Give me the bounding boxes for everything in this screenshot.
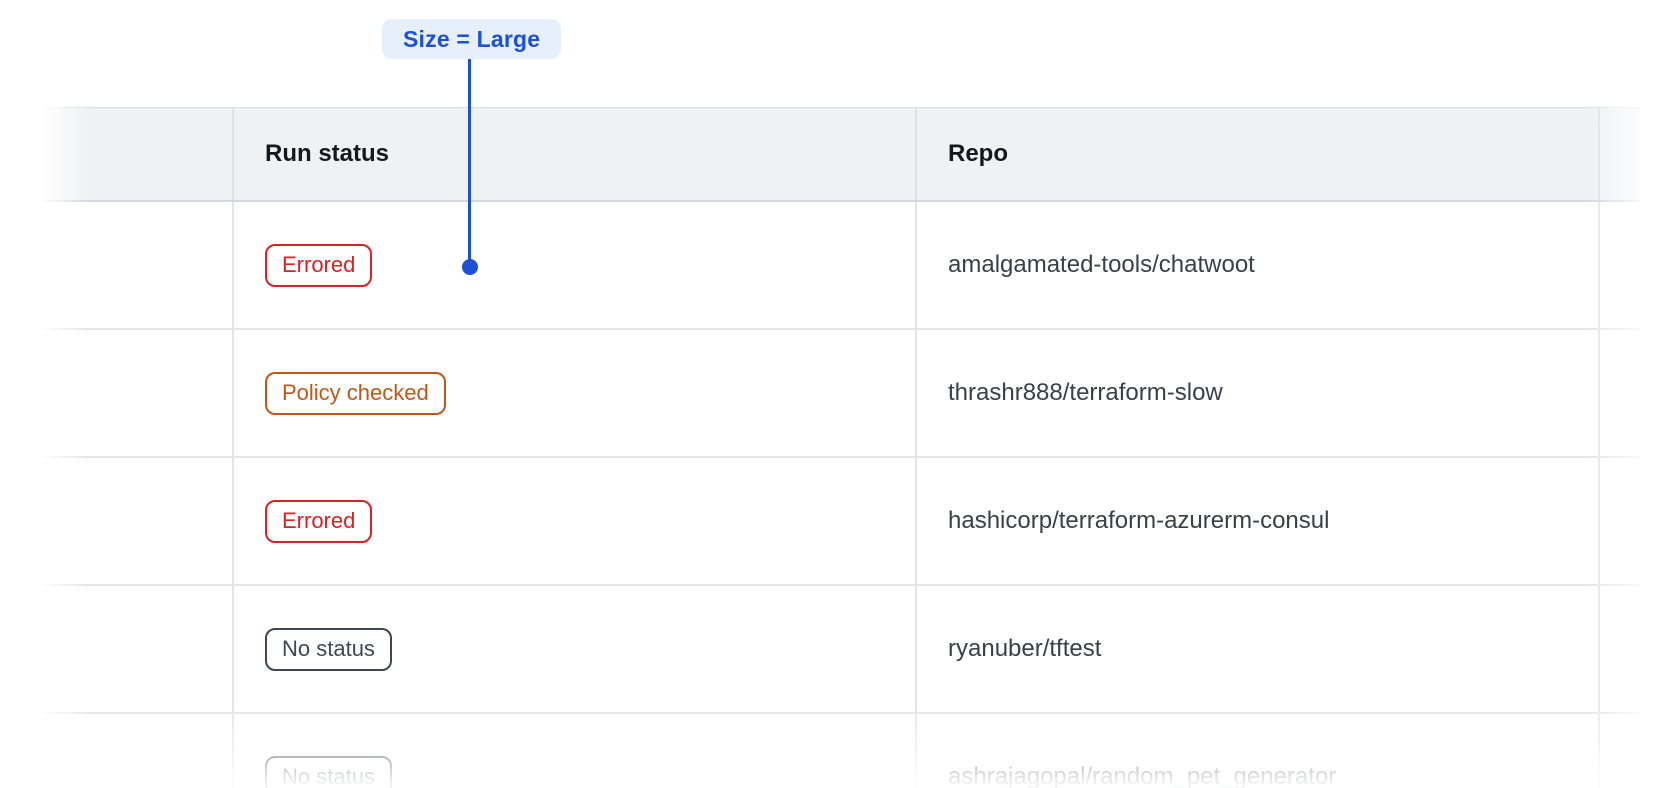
repo-name: thrashr888/terraform-slow bbox=[948, 379, 1223, 406]
callout-dot bbox=[462, 259, 478, 275]
table-row[interactable]: No status ryanuber/tftest bbox=[43, 586, 1640, 714]
row-leading-cell bbox=[43, 458, 232, 584]
row-trailing-cell bbox=[1598, 202, 1640, 328]
run-status-badge: Policy checked bbox=[265, 371, 446, 415]
table-row[interactable]: No status ashrajagopal/random_pet_genera… bbox=[43, 714, 1640, 788]
size-large-callout-label: Size = Large bbox=[403, 25, 541, 52]
run-status-badge: Errored bbox=[265, 243, 373, 287]
run-status-badge: No status bbox=[265, 627, 392, 671]
header-trailing-cell bbox=[1598, 108, 1640, 200]
repo-cell: ryanuber/tftest bbox=[915, 586, 1598, 712]
run-status-cell: Errored bbox=[232, 458, 915, 584]
column-header-repo: Repo bbox=[915, 108, 1598, 200]
repo-name: amalgamated-tools/chatwoot bbox=[948, 251, 1255, 278]
run-status-cell: No status bbox=[232, 714, 915, 788]
column-header-run-status: Run status bbox=[232, 108, 915, 200]
repo-cell: ashrajagopal/random_pet_generator bbox=[915, 714, 1598, 788]
repo-name: hashicorp/terraform-azurerm-consul bbox=[948, 507, 1330, 534]
table-row[interactable]: Errored amalgamated-tools/chatwoot bbox=[43, 202, 1640, 330]
run-status-badge: Errored bbox=[265, 499, 373, 543]
run-status-cell: Policy checked bbox=[232, 330, 915, 456]
row-trailing-cell bbox=[1598, 458, 1640, 584]
run-status-cell: Errored bbox=[232, 202, 915, 328]
repo-cell: thrashr888/terraform-slow bbox=[915, 330, 1598, 456]
row-leading-cell bbox=[43, 586, 232, 712]
repo-name: ashrajagopal/random_pet_generator bbox=[948, 763, 1337, 788]
runs-table: Run status Repo Errored amalgamated-tool… bbox=[43, 107, 1640, 788]
column-header-run-status-label: Run status bbox=[265, 140, 390, 167]
row-trailing-cell bbox=[1598, 330, 1640, 456]
row-trailing-cell bbox=[1598, 714, 1640, 788]
row-leading-cell bbox=[43, 330, 232, 456]
row-leading-cell bbox=[43, 202, 232, 328]
run-status-badge: No status bbox=[265, 755, 392, 788]
row-trailing-cell bbox=[1598, 586, 1640, 712]
table-header-row: Run status Repo bbox=[43, 107, 1640, 202]
table-body: Errored amalgamated-tools/chatwoot Polic… bbox=[43, 202, 1640, 788]
table-row[interactable]: Errored hashicorp/terraform-azurerm-cons… bbox=[43, 458, 1640, 586]
header-leading-cell bbox=[43, 108, 232, 200]
repo-cell: hashicorp/terraform-azurerm-consul bbox=[915, 458, 1598, 584]
size-large-callout: Size = Large bbox=[382, 19, 562, 59]
repo-cell: amalgamated-tools/chatwoot bbox=[915, 202, 1598, 328]
callout-line bbox=[468, 59, 471, 262]
run-status-cell: No status bbox=[232, 586, 915, 712]
repo-name: ryanuber/tftest bbox=[948, 635, 1102, 662]
row-leading-cell bbox=[43, 714, 232, 788]
column-header-repo-label: Repo bbox=[948, 140, 1008, 167]
table-row[interactable]: Policy checked thrashr888/terraform-slow bbox=[43, 330, 1640, 458]
